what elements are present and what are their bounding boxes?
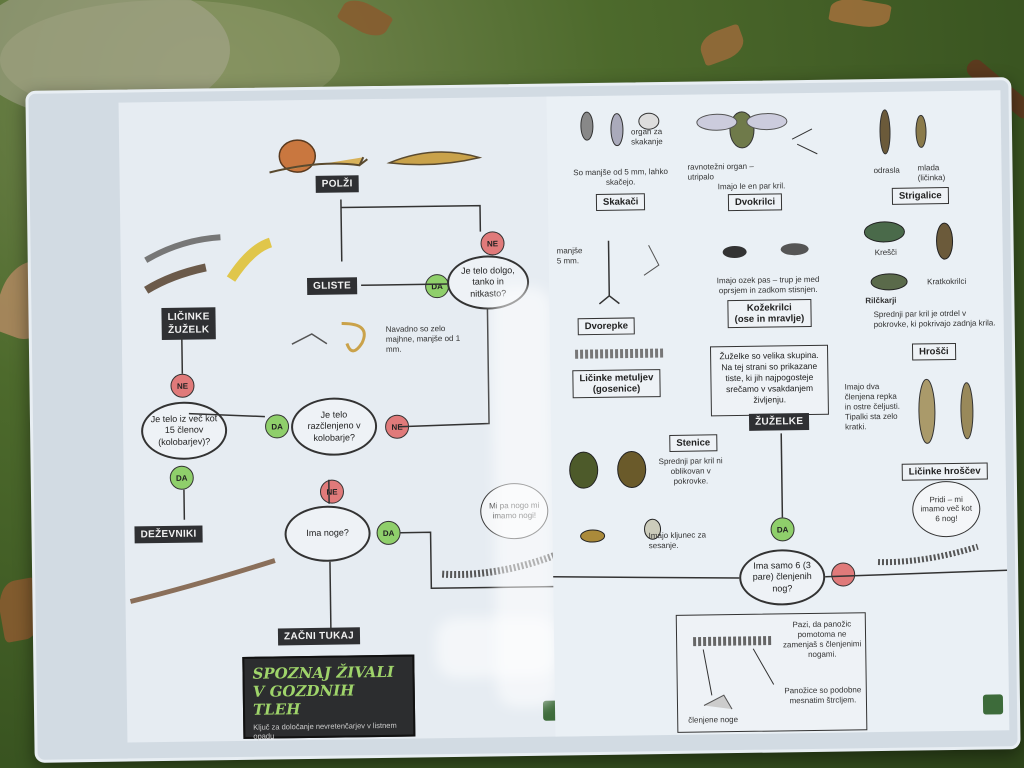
flow-arrows-right	[546, 433, 1008, 579]
title-subtitle: Ključ za določanje nevretenčarjev v list…	[253, 720, 397, 741]
snail-slug-illustration	[269, 139, 483, 174]
earthworm-illustration	[129, 558, 276, 604]
beetles-illustration	[863, 221, 954, 291]
caterpillar-illustration	[575, 348, 666, 359]
aphid-illustration	[580, 518, 662, 543]
right-page: organ za skakanje So manjše od 5 mm, lah…	[546, 90, 1010, 737]
dry-leaf	[828, 0, 892, 32]
dry-leaf	[696, 23, 748, 67]
springtail-illustration	[580, 111, 660, 147]
nematode-illustration	[291, 322, 366, 353]
centipede-illustration	[877, 543, 979, 566]
gloss-reflection	[435, 616, 557, 679]
prolegs-info-box: Pazi, da panožic pomotoma ne zamenjaš s …	[675, 612, 868, 733]
ant-wasp-illustration	[722, 243, 809, 259]
title-line-2: V GOZDNIH TLEH	[252, 681, 355, 719]
fly-illustration	[696, 111, 818, 155]
identification-key-sheet: POLŽI LIČINKE ŽUŽELK GLISTE DA NE Je tel…	[25, 77, 1021, 763]
beetle-larvae-illustration	[918, 378, 974, 444]
earwig-illustration	[879, 109, 927, 155]
dipluran-illustration	[598, 240, 660, 305]
larvae-illustration	[144, 234, 273, 294]
dry-leaf	[336, 0, 394, 43]
logo-icon	[982, 694, 1004, 715]
bug-illustration	[569, 450, 647, 489]
title-line-1: SPOZNAJ ŽIVALI	[252, 662, 395, 683]
title-box: SPOZNAJ ŽIVALI V GOZDNIH TLEH Ključ za d…	[242, 654, 416, 741]
larva-prolegs-illustration	[693, 636, 775, 710]
